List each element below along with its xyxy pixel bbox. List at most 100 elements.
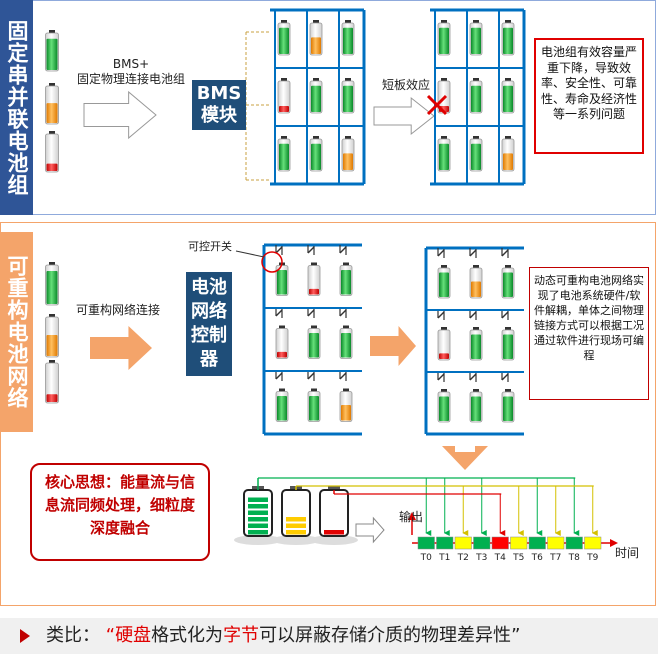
battery-terminal — [345, 78, 351, 82]
bms-connection-label: BMS+ 固定物理连接电池组 — [76, 57, 185, 86]
switch-blade — [501, 373, 509, 381]
battery-charge — [309, 396, 319, 421]
battery-bar — [248, 504, 268, 509]
battery-bar — [324, 530, 344, 535]
analogy-text: 类比： “硬盘格式化为字节可以屏蔽存储介质的物理差异性” — [46, 624, 520, 648]
battery-terminal — [473, 78, 479, 82]
network-controller-box: 电池 网络 控制 器 — [186, 272, 232, 376]
battery-terminal — [505, 136, 511, 140]
battery-terminal — [279, 388, 285, 393]
switch-blade — [437, 249, 445, 257]
battery-terminal — [473, 327, 479, 331]
battery-charge — [471, 85, 481, 112]
time-slot — [491, 536, 509, 550]
time-slot — [417, 536, 435, 550]
battery-terminal — [343, 262, 349, 267]
shadow — [310, 535, 358, 545]
battery-charge — [471, 334, 481, 359]
battery-terminal — [345, 20, 351, 24]
battery-terminal — [441, 136, 447, 140]
battery-cell — [307, 265, 321, 296]
hard-disk-term: 硬盘 — [115, 625, 152, 646]
switch-blade — [307, 372, 315, 380]
battery-charge — [503, 153, 513, 170]
switch-blade — [469, 373, 477, 381]
battery-charge — [439, 143, 449, 170]
battery-terminal — [311, 325, 317, 330]
battery-terminal — [441, 265, 447, 269]
battery-charge — [46, 163, 58, 171]
battery-terminal — [441, 78, 447, 82]
battery-terminal — [473, 265, 479, 269]
battery-charge — [439, 353, 449, 359]
switch-pointer — [235, 250, 265, 258]
battery-charge — [503, 396, 513, 421]
battery-bar — [286, 530, 306, 535]
core-idea-box: 核心思想：能量流与信息流同频处理，细粒度深度融合 — [30, 463, 210, 561]
battery-terminal — [505, 327, 511, 331]
battery-terminal — [441, 20, 447, 24]
battery-charge — [471, 396, 481, 421]
switch-blade — [275, 372, 283, 380]
battery-charge — [503, 334, 513, 359]
battery-cell — [275, 328, 289, 359]
analogy-rest: 可以屏蔽存储介质的物理差异性 — [259, 625, 512, 646]
time-slot-label: T5 — [513, 553, 525, 563]
switch-blade — [307, 309, 315, 317]
battery-terminal — [473, 20, 479, 24]
battery-charge — [439, 272, 449, 297]
battery-terminal — [313, 20, 319, 24]
battery-terminal — [49, 262, 55, 266]
battery-terminal — [441, 327, 447, 331]
controllable-switch-label: 可控开关 — [188, 240, 232, 253]
battery-charge — [46, 335, 58, 356]
battery-bar — [248, 523, 268, 528]
time-slot — [473, 536, 491, 550]
problem-description-box: 电池组有效容量严重下降，导致效率、安全性、可靠性、寿命及经济性等一系列问题 — [534, 38, 644, 154]
quote-close: ” — [511, 625, 521, 646]
battery-charge — [439, 396, 449, 421]
battery-charge — [46, 103, 58, 123]
switch-blade — [339, 372, 347, 380]
battery-charge — [46, 394, 58, 402]
reconfig-arrow — [90, 326, 152, 370]
time-slot-label: T0 — [420, 553, 432, 563]
bms-bracket — [245, 31, 270, 181]
time-slot — [436, 536, 454, 550]
battery-terminal — [313, 136, 319, 140]
time-slot — [547, 536, 565, 550]
battery-terminal — [281, 20, 287, 24]
switch-blade — [469, 311, 477, 319]
switch-blade — [339, 246, 347, 254]
battery-cell — [277, 80, 291, 114]
battery-charge — [277, 396, 287, 421]
time-slot — [528, 536, 546, 550]
battery-terminal — [505, 78, 511, 82]
reconfigurable-connection-label: 可重构网络连接 — [75, 303, 160, 317]
battery-charge — [277, 351, 287, 358]
battery-terminal — [505, 20, 511, 24]
battery-charge — [343, 27, 353, 54]
battery-charge — [341, 405, 351, 421]
battery-bar — [248, 530, 268, 535]
battery-charge — [341, 333, 351, 358]
battery-terminal — [311, 262, 317, 267]
small-output-arrow — [355, 516, 385, 544]
time-slot-label: T6 — [531, 553, 543, 563]
analogy-footer: 类比： “硬盘格式化为字节可以屏蔽存储介质的物理差异性” — [0, 618, 658, 654]
battery-cell — [437, 329, 451, 361]
battery-bar — [286, 517, 306, 522]
analogy-prefix: 类比： — [46, 625, 100, 646]
battery-terminal — [343, 325, 349, 330]
battery-terminal — [49, 314, 55, 318]
time-slot — [510, 536, 528, 550]
battery-charge — [309, 333, 319, 358]
time-slot-label: T3 — [476, 553, 488, 563]
battery-charge — [471, 27, 481, 54]
battery-terminal — [505, 265, 511, 269]
large-battery — [319, 489, 349, 537]
fault-x-icon — [426, 94, 448, 116]
switch-blade — [275, 246, 283, 254]
battery-charge — [279, 143, 289, 170]
short-board-effect-label: 短板效应 — [381, 78, 430, 92]
